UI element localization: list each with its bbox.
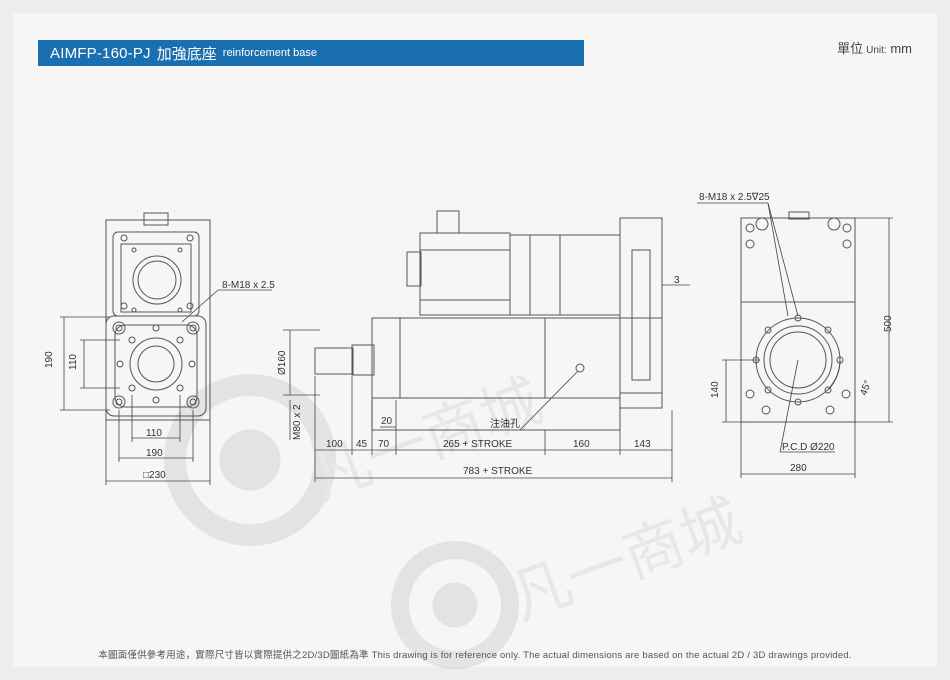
front-view xyxy=(105,212,211,421)
motor-side-box xyxy=(406,251,422,287)
motor-adapter xyxy=(509,234,531,316)
rear-block xyxy=(619,317,663,409)
gearbox xyxy=(529,234,621,316)
motor-shaft-inner xyxy=(137,260,177,300)
end-dim-140: 140 xyxy=(710,381,721,398)
front-dim-230: □230 xyxy=(143,470,166,481)
servo-motor xyxy=(419,232,511,316)
front-dim-190-vertical: 190 xyxy=(44,351,55,368)
side-dim-70: 70 xyxy=(378,439,390,450)
end-pcd: P.C.D Ø220 xyxy=(782,442,835,453)
side-view xyxy=(314,210,663,431)
end-main-plate xyxy=(740,301,856,423)
front-base-plate xyxy=(105,219,211,421)
end-dimensions xyxy=(697,202,893,478)
side-dim-160: 160 xyxy=(573,439,590,450)
oil-hole xyxy=(575,363,585,373)
title-bar: AIMFP-160-PJ 加強底座 reinforcement base xyxy=(38,40,584,66)
side-dim-143: 143 xyxy=(634,439,651,450)
oil-hole-label: 注油孔 xyxy=(490,417,520,430)
motor-shaft-outer xyxy=(132,255,182,305)
motor-body xyxy=(120,243,192,313)
watermark: 凡一商城 凡一商城 xyxy=(164,367,750,669)
rod-thread xyxy=(314,347,354,375)
front-dim-190: 190 xyxy=(146,448,163,459)
front-mount-plate xyxy=(105,315,207,417)
front-inner-square xyxy=(114,324,198,408)
side-dia-160: Ø160 xyxy=(277,350,288,375)
end-dim-500: 500 xyxy=(883,315,894,332)
front-dim-110-vertical: 110 xyxy=(68,354,79,370)
end-bore-inner xyxy=(769,331,827,389)
model-name: AIMFP-160-PJ xyxy=(50,44,151,62)
side-dim-100: 100 xyxy=(326,439,343,450)
side-dim-total: 783 + STROKE xyxy=(463,466,533,477)
end-top-block xyxy=(740,217,856,303)
side-dim-45: 45 xyxy=(356,439,368,450)
end-hole-label: 8-M18 x 2.5∇25 xyxy=(699,192,770,203)
unit-chinese: 單位 xyxy=(837,41,864,56)
front-bore-inner xyxy=(137,345,175,383)
unit-value: mm xyxy=(890,41,912,56)
front-top-block xyxy=(143,212,169,226)
motor-connector xyxy=(436,210,460,234)
side-dimensions xyxy=(283,284,690,482)
title-chinese: 加強底座 xyxy=(156,45,217,63)
rear-slot xyxy=(631,249,651,381)
title-english: reinforcement base xyxy=(222,47,317,59)
front-hole-label: 8-M18 x 2.5 xyxy=(222,280,275,291)
end-top-tab xyxy=(788,211,810,220)
side-m80: M80 x 2 xyxy=(292,404,303,440)
front-dim-110: 110 xyxy=(146,428,162,439)
side-dim-3: 3 xyxy=(674,275,680,286)
front-bore-outer xyxy=(129,337,183,391)
end-dim-280: 280 xyxy=(790,463,807,474)
side-dim-20: 20 xyxy=(381,416,393,427)
piston-rod-end xyxy=(351,344,375,376)
rear-bracket xyxy=(619,217,663,394)
end-view xyxy=(740,211,856,423)
footer-disclaimer: 本圖面僅供參考用途，實際尺寸皆以實際提供之2D/3D圖紙為準 This draw… xyxy=(98,650,852,661)
front-dimensions xyxy=(60,289,272,485)
end-angle: 45° xyxy=(858,379,874,397)
end-bore-outer xyxy=(763,325,833,395)
watermark-text-2: 凡一商城 xyxy=(502,487,750,632)
side-dim-stroke: 265 + STROKE xyxy=(443,439,513,450)
unit-english: Unit: xyxy=(866,45,887,56)
